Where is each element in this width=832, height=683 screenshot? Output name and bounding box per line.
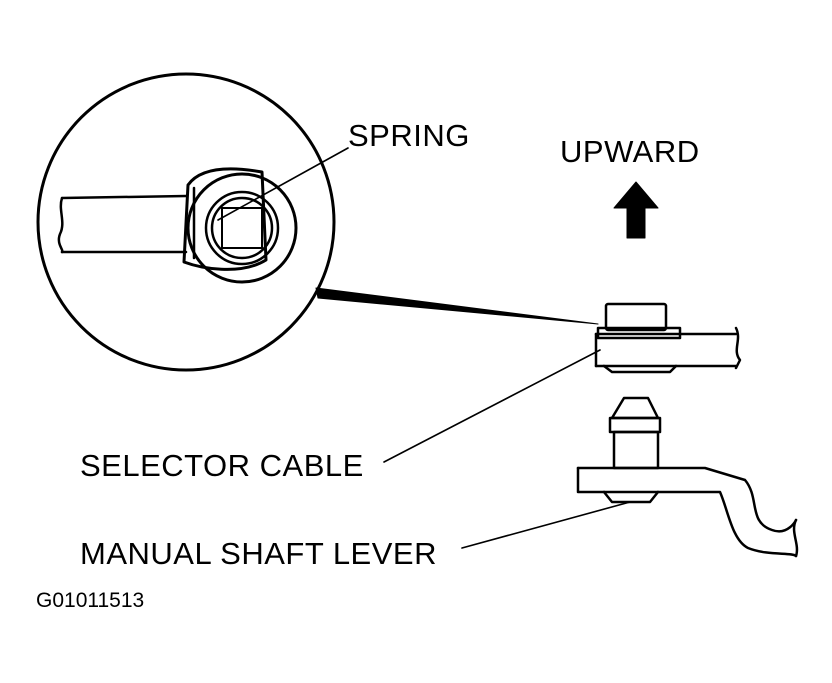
selector-cable-label: SELECTOR CABLE	[80, 448, 364, 483]
manual-shaft-lever-leader	[461, 501, 631, 549]
magnifier-pointer	[315, 287, 599, 325]
spring-leader	[217, 147, 349, 221]
detail-magnifier	[36, 72, 349, 372]
manual-shaft-lever-pin	[576, 396, 799, 558]
selector-cable-end	[594, 302, 742, 374]
figure-id-label: G01011513	[36, 589, 145, 612]
upward-arrow-icon	[613, 181, 659, 239]
detail-spring-clip	[182, 167, 268, 271]
detail-cable	[60, 194, 188, 254]
manual-shaft-lever-label: MANUAL SHAFT LEVER	[80, 536, 437, 571]
upward-label: UPWARD	[560, 134, 700, 169]
spring-label: SPRING	[348, 118, 470, 153]
detail-pin-outer	[186, 172, 298, 284]
selector-cable-leader	[383, 349, 601, 463]
